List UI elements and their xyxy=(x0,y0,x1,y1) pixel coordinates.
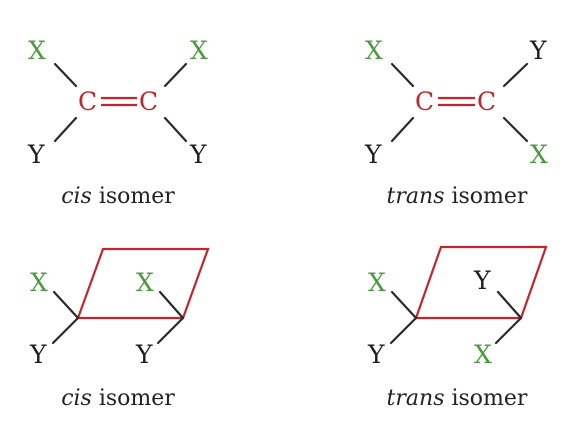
atom-x-right: X xyxy=(136,268,154,297)
bond-y-right xyxy=(156,316,185,345)
caption-italic: trans xyxy=(387,184,445,209)
atom-x-top-left: X xyxy=(28,36,46,65)
cis-plane-caption: cis isomer xyxy=(61,386,175,411)
bond-x-left xyxy=(52,290,80,320)
atom-x-left: X xyxy=(30,268,48,297)
atom-y-right: Y xyxy=(135,340,153,369)
caption-rest: isomer xyxy=(444,386,527,411)
caption-rest: isomer xyxy=(92,386,175,411)
carbon-right: C xyxy=(139,87,158,116)
bond-x-right xyxy=(502,116,529,143)
bond-y-right xyxy=(496,290,523,320)
atom-x-top-right: X xyxy=(190,36,208,65)
bond-y-right xyxy=(502,62,529,88)
bond-x-left xyxy=(53,62,78,88)
bond-x-right xyxy=(158,290,185,320)
atom-y-right: Y xyxy=(473,266,491,295)
cis-structure-caption: cis isomer xyxy=(61,184,175,209)
caption-italic: cis xyxy=(61,386,92,411)
bond-y-left xyxy=(53,116,78,143)
atom-y-left: Y xyxy=(29,340,47,369)
atom-x-left: X xyxy=(368,268,386,297)
carbon-left: C xyxy=(78,87,97,116)
trans-plane-caption: trans isomer xyxy=(387,386,528,411)
atom-x-top-left: X xyxy=(365,36,383,65)
atom-x-bottom-right: X xyxy=(530,140,548,169)
bond-x-left xyxy=(390,290,418,320)
atom-y-bottom-left: Y xyxy=(364,140,382,169)
caption-italic: cis xyxy=(61,184,92,209)
caption-rest: isomer xyxy=(444,184,527,209)
trans-plane-panel: X Y Y X trans isomer xyxy=(367,245,548,411)
bond-y-right xyxy=(163,116,188,143)
trans-structure-panel: X Y Y X C C trans isomer xyxy=(364,36,548,209)
bond-x-left xyxy=(390,62,415,88)
atom-y-bottom-left: Y xyxy=(27,140,45,169)
bond-x-right xyxy=(163,62,188,88)
caption-rest: isomer xyxy=(92,184,175,209)
caption-italic: trans xyxy=(387,386,445,411)
atom-y-top-right: Y xyxy=(529,36,547,65)
cis-structure-panel: X X Y Y C C cis isomer xyxy=(27,36,208,209)
bond-x-right xyxy=(494,316,523,345)
trans-structure-caption: trans isomer xyxy=(387,184,528,209)
bond-y-left xyxy=(51,316,80,345)
carbon-left: C xyxy=(415,87,434,116)
bond-y-left xyxy=(390,116,415,143)
cis-plane-panel: X Y X Y cis isomer xyxy=(29,247,210,411)
atom-y-left: Y xyxy=(367,340,385,369)
atom-x-right: X xyxy=(474,340,492,369)
bond-y-left xyxy=(389,316,418,345)
carbon-right: C xyxy=(477,87,496,116)
atom-y-bottom-right: Y xyxy=(189,140,207,169)
